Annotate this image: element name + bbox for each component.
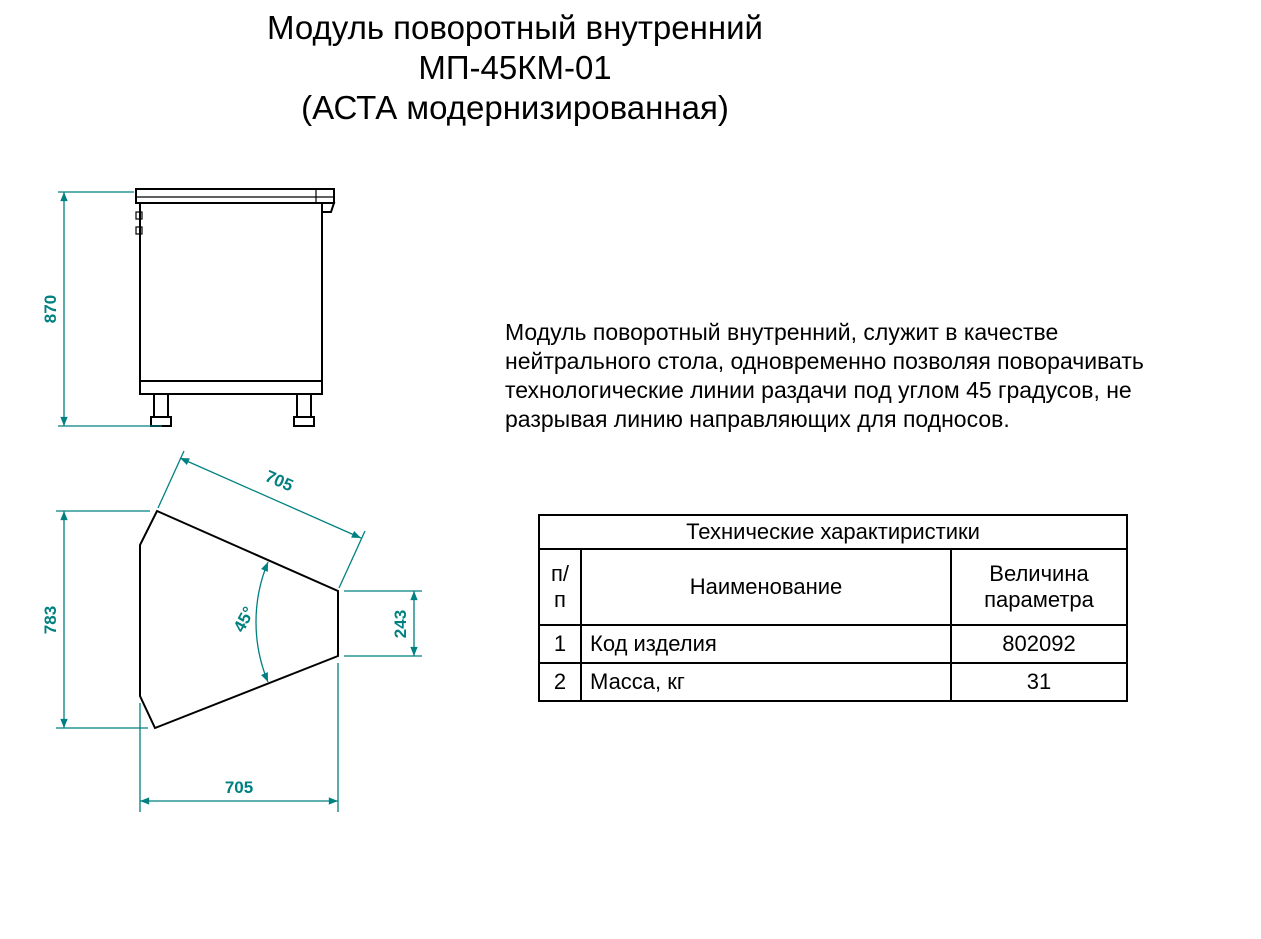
- row-name: Код изделия: [580, 624, 952, 664]
- table-row: 2 Масса, кг 31: [538, 662, 1129, 702]
- col-header-name: Наименование: [580, 548, 952, 626]
- dimension-705-bottom: 705: [139, 663, 339, 812]
- dim-705-bottom-label: 705: [225, 778, 253, 797]
- left-leg: [153, 393, 169, 419]
- hinge-mark-top: [135, 211, 143, 220]
- dimension-870: 870: [41, 191, 162, 427]
- dimension-783: 783: [41, 510, 150, 729]
- countertop: [135, 188, 335, 204]
- description-text: Модуль поворотный внутренний, служит в к…: [505, 319, 1144, 432]
- left-foot: [150, 416, 172, 427]
- title-block: Модуль поворотный внутренний МП-45КМ-01 …: [30, 8, 1000, 128]
- title-line-3: (АСТА модернизированная): [301, 89, 729, 126]
- plan-outline: [139, 509, 339, 730]
- front-view-drawing: 870: [41, 188, 336, 427]
- top-view-drawing: 45° 705 783 243 705: [41, 450, 422, 812]
- bottom-rail: [139, 380, 323, 395]
- row-num: 2: [538, 662, 582, 702]
- col-header-value: Величина параметра: [949, 548, 1129, 626]
- table-title: Технические характиристики: [537, 514, 1129, 550]
- row-name: Масса, кг: [580, 662, 952, 702]
- title-line-1: Модуль поворотный внутренний: [267, 9, 763, 46]
- dim-870-label: 870: [41, 295, 60, 323]
- table-title-row: Технические характиристики: [537, 514, 1129, 550]
- right-leg: [296, 393, 312, 419]
- row-value: 31: [949, 662, 1129, 702]
- hinge-mark-bottom: [135, 226, 143, 235]
- cabinet-body: [139, 202, 323, 384]
- row-num: 1: [538, 624, 582, 664]
- dimension-243: 243: [344, 590, 422, 657]
- right-foot: [293, 416, 315, 427]
- dim-783-label: 783: [41, 606, 60, 634]
- dim-243-label: 243: [391, 610, 410, 638]
- col-header-num: п/п: [538, 548, 582, 626]
- dim-705-top-label: 705: [262, 467, 296, 496]
- title-line-2: МП-45КМ-01: [418, 49, 612, 86]
- table-header-row: п/п Наименование Величина параметра: [538, 548, 1129, 626]
- row-value: 802092: [949, 624, 1129, 664]
- table-row: 1 Код изделия 802092: [538, 624, 1129, 664]
- specs-table: Технические характиристики п/п Наименова…: [537, 514, 1129, 702]
